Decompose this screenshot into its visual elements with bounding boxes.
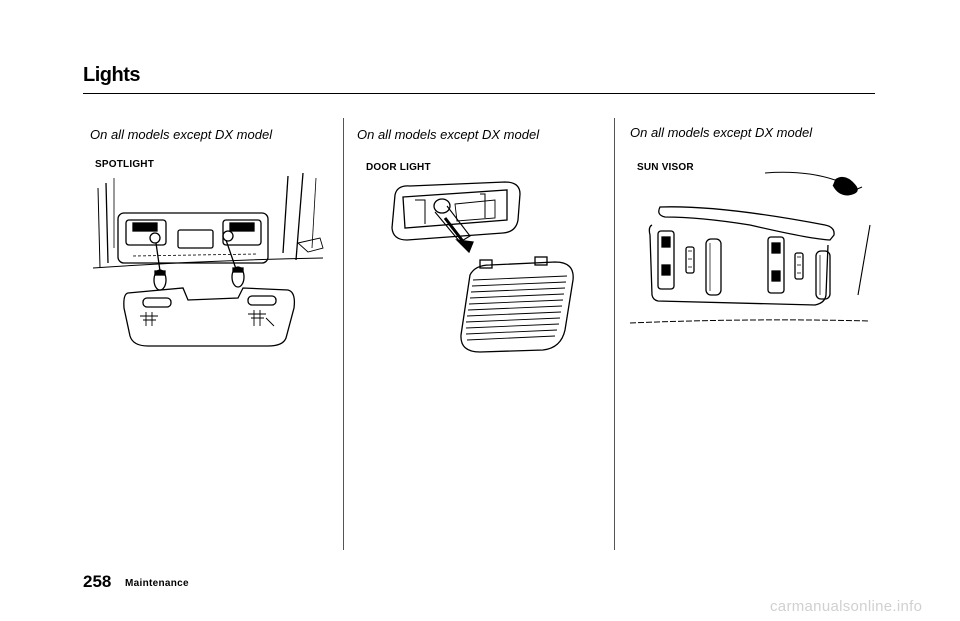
section-name: Maintenance — [125, 578, 189, 589]
spotlight-caption: On all models except DX model — [90, 127, 273, 142]
page-title: Lights — [83, 64, 141, 86]
spotlight-illustration — [88, 168, 328, 348]
column-divider-2 — [614, 118, 615, 550]
door-light-label: DOOR LIGHT — [366, 162, 431, 173]
sun-visor-illustration — [630, 165, 875, 330]
watermark-text: carmanualsonline.info — [770, 598, 923, 615]
door-light-illustration — [385, 180, 585, 355]
spotlight-label: SPOTLIGHT — [95, 159, 155, 170]
door-light-caption: On all models except DX model — [357, 127, 540, 142]
sun-visor-caption: On all models except DX model — [630, 125, 813, 140]
column-divider-1 — [343, 118, 344, 550]
page-number: 258 — [83, 572, 112, 591]
sun-visor-label: SUN VISOR — [637, 162, 694, 173]
title-rule — [83, 93, 875, 94]
